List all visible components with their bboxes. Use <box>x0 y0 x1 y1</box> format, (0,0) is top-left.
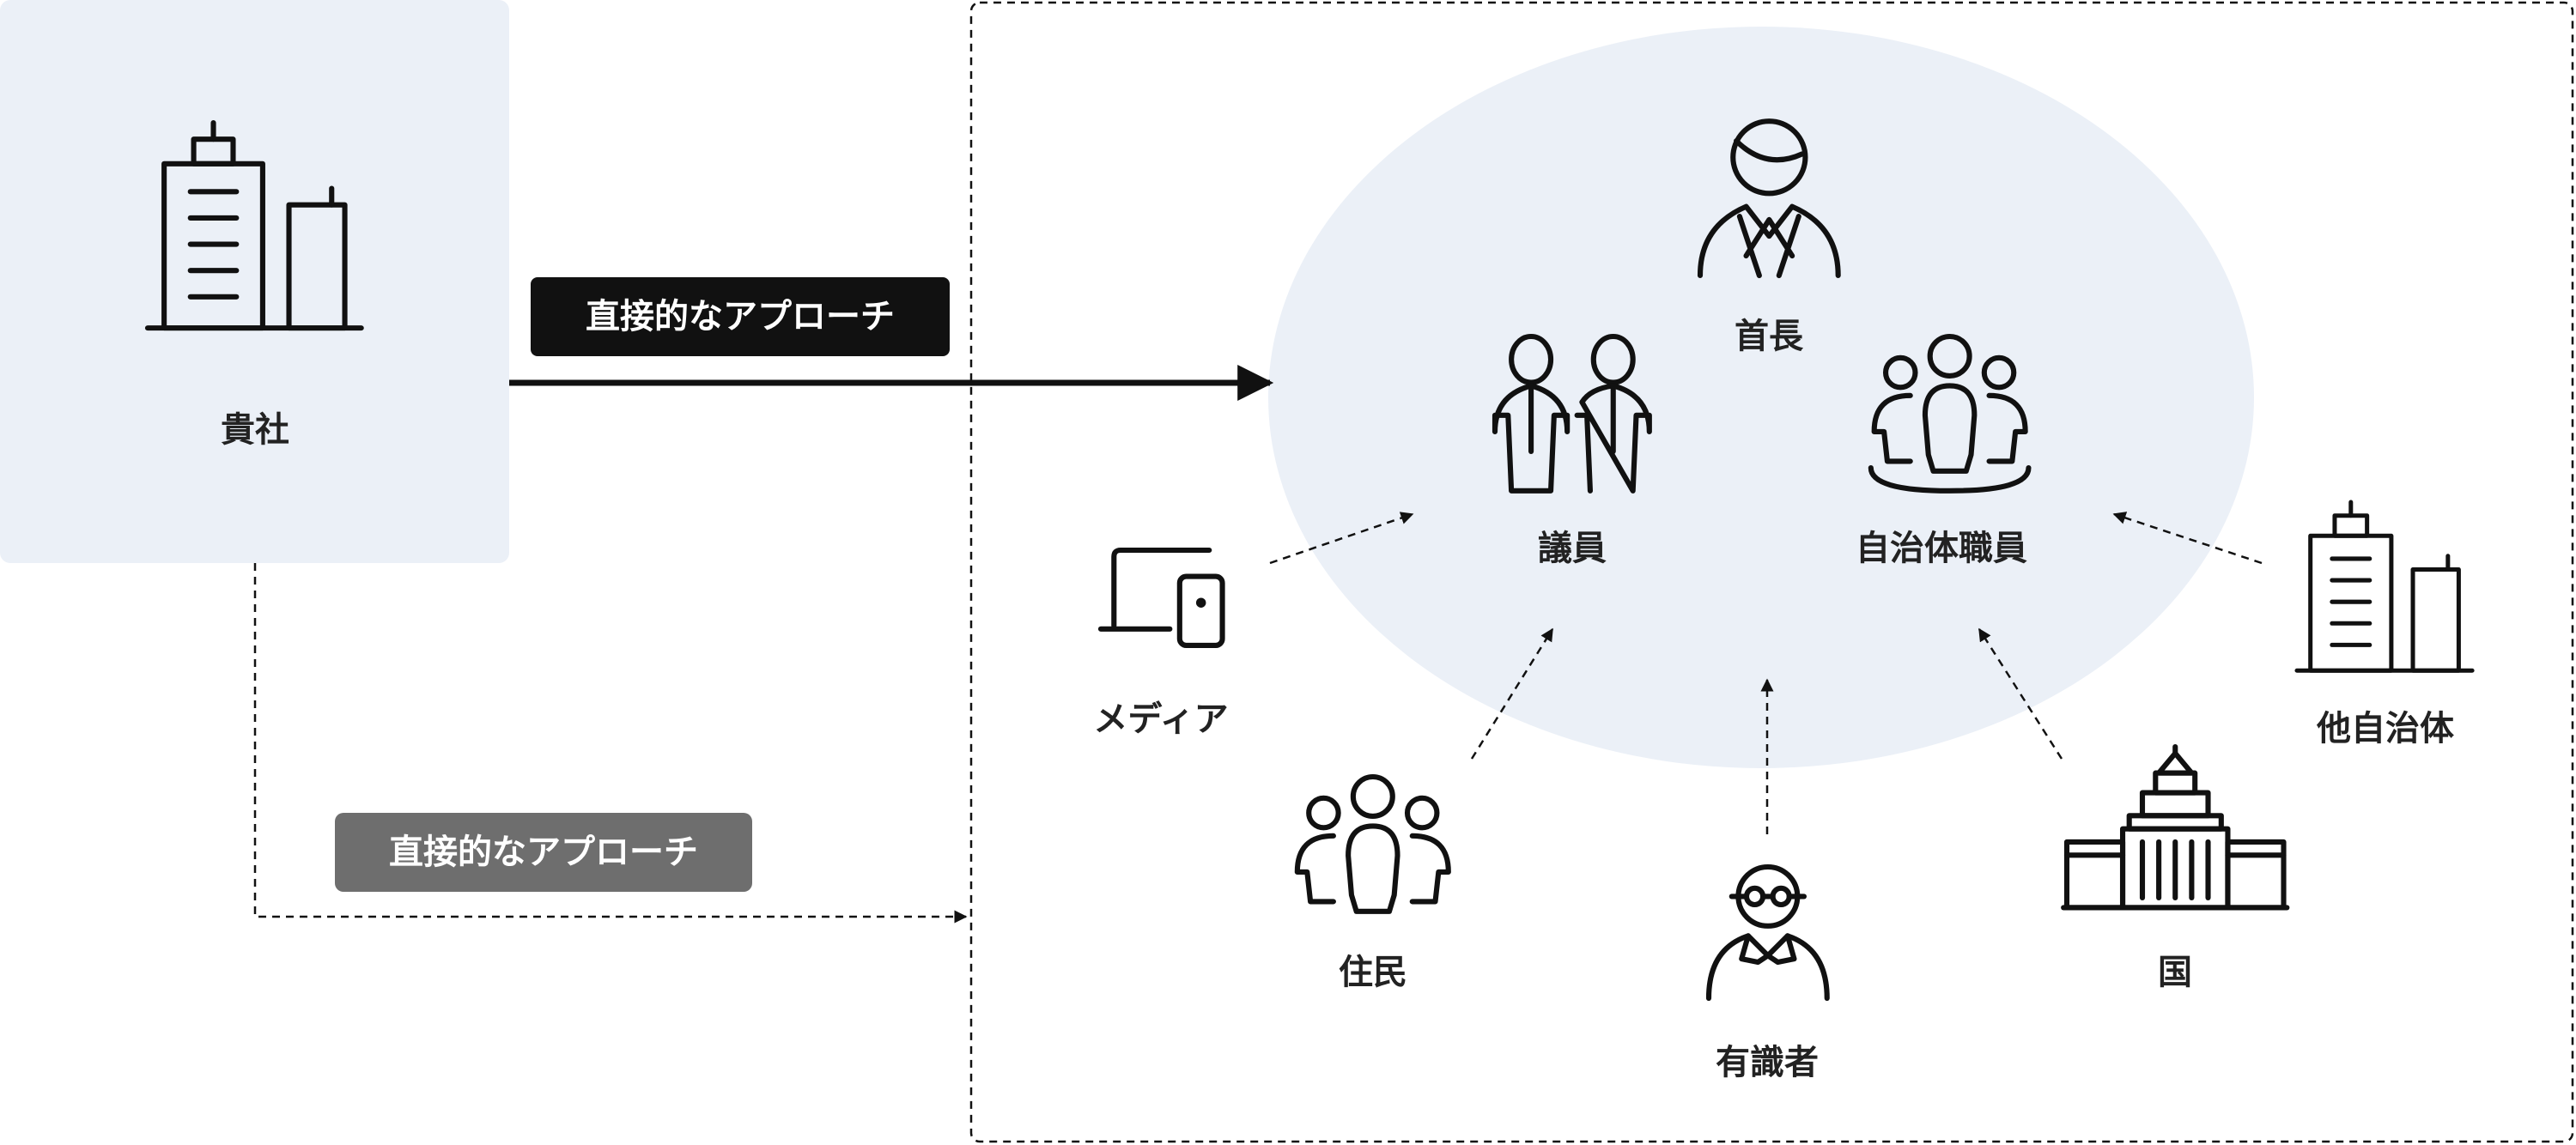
national-government-arrow <box>1978 627 2063 760</box>
residents-label: 住民 <box>1339 953 1407 992</box>
national-government-label: 国 <box>2158 953 2192 992</box>
other-municipality-building-icon <box>2297 502 2472 670</box>
councilors-icon <box>1492 333 1652 494</box>
residents-icon <box>1297 777 1449 912</box>
company-panel <box>0 0 509 563</box>
other-municipalities-arrow <box>2112 512 2263 565</box>
municipal-staff-icon <box>1868 336 2032 494</box>
indirect-approach-arrow <box>253 563 968 924</box>
media-devices-icon <box>1097 547 1225 649</box>
other-municipalities-label: 他自治体 <box>2316 709 2454 748</box>
media-label: メディア <box>1093 700 1228 739</box>
councilors-label: 議員 <box>1538 529 1607 568</box>
core-stakeholder-area <box>1268 27 2254 768</box>
company-label: 貴社 <box>221 410 289 450</box>
indirect-approach-tag: 直接的なアプローチ <box>335 813 752 892</box>
stakeholder-boundary <box>969 1 2574 1143</box>
indirect-approach-label: 直接的なアプローチ <box>389 833 698 872</box>
direct-approach-label: 直接的なアプローチ <box>586 297 895 336</box>
mayor-icon <box>1697 118 1841 279</box>
media-arrow <box>1269 512 1414 565</box>
mayor-label: 首長 <box>1735 317 1804 356</box>
residents-arrow <box>1470 627 1554 760</box>
direct-approach-tag: 直接的なアプローチ <box>531 277 950 356</box>
municipal-staff-label: 自治体職員 <box>1856 529 2027 568</box>
experts-label: 有識者 <box>1716 1043 1819 1082</box>
expert-icon <box>1705 863 1830 1002</box>
national-diet-building-icon <box>2061 743 2290 911</box>
